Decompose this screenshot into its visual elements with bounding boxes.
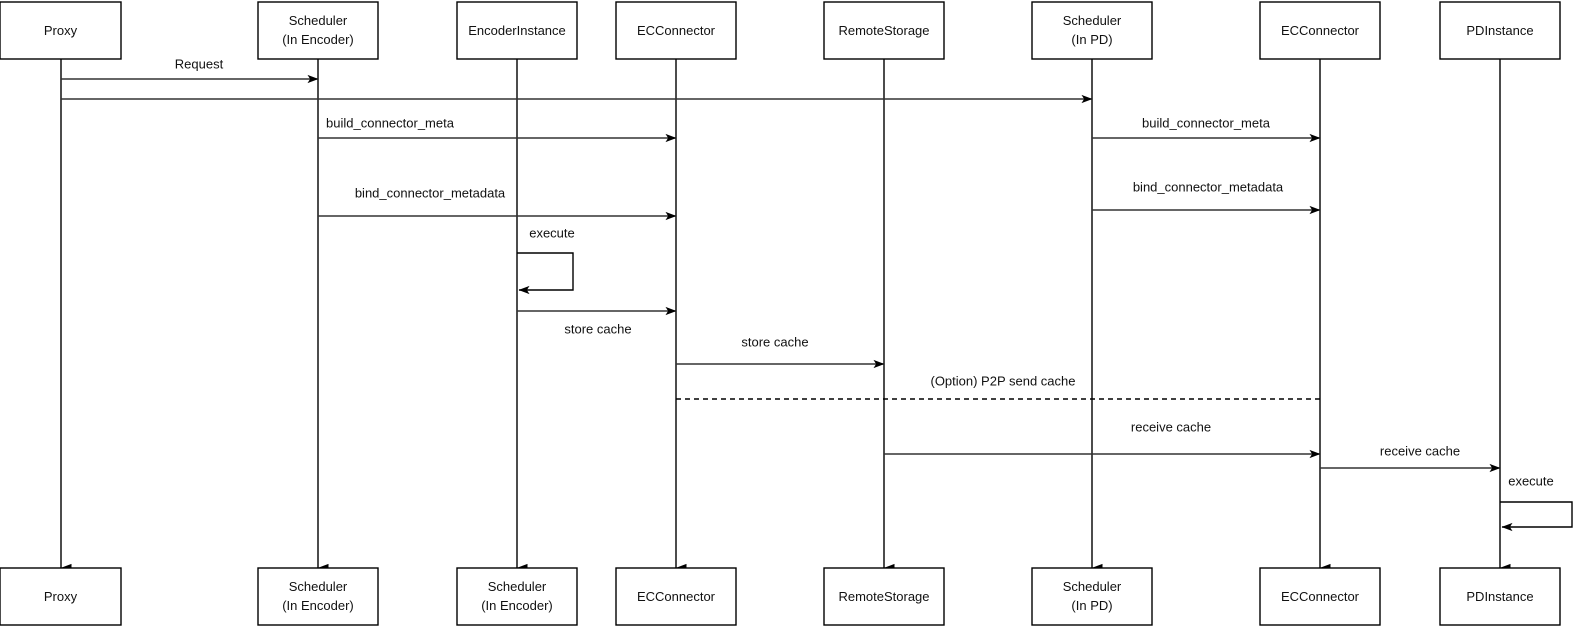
- participant-label-line1: Scheduler: [289, 13, 348, 28]
- participant-label: EncoderInstance: [468, 23, 566, 38]
- participant-label: Proxy: [44, 589, 78, 604]
- participant-label-line1: Scheduler: [1063, 579, 1122, 594]
- message-label-m10: receive cache: [1131, 419, 1211, 434]
- message-label-m3: build_connector_meta: [326, 115, 455, 130]
- participant-label-line1: Scheduler: [488, 579, 547, 594]
- participant-box-remote_store-bottom[interactable]: RemoteStorage: [823, 567, 945, 626]
- participant-box-encoder_inst-bottom[interactable]: Scheduler (In Encoder): [456, 567, 578, 626]
- message-label-m11: receive cache: [1380, 443, 1460, 458]
- participant-label: PDInstance: [1466, 23, 1533, 38]
- message-label-m7: store cache: [564, 321, 631, 336]
- participant-label: Proxy: [44, 23, 78, 38]
- participant-label: ECConnector: [1281, 589, 1360, 604]
- participant-label: ECConnector: [1281, 23, 1360, 38]
- messages-layer: Request build_connector_meta build_connect…: [61, 56, 1501, 473]
- participant-label-line1: Scheduler: [289, 579, 348, 594]
- self-message-path-s1: [517, 252, 574, 295]
- participant-label-line2: (In Encoder): [481, 598, 553, 613]
- message-label-m8: store cache: [741, 334, 808, 349]
- participant-label: ECConnector: [637, 589, 716, 604]
- self-messages-layer: execute execute: [517, 225, 1573, 532]
- participant-box-ec_conn_enc-top[interactable]: ECConnector: [615, 1, 737, 60]
- participant-box-proxy-bottom[interactable]: Proxy: [0, 567, 122, 626]
- participant-box-ec_conn_pd-top[interactable]: ECConnector: [1259, 1, 1381, 60]
- message-label-m9: (Option) P2P send cache: [930, 373, 1075, 388]
- participant-label-line1: Scheduler: [1063, 13, 1122, 28]
- lifelines-layer: [60, 59, 1511, 573]
- participant-box-sched_enc-bottom[interactable]: Scheduler (In Encoder): [257, 567, 379, 626]
- self-message-s1: execute: [517, 225, 575, 295]
- participant-box-ec_conn_enc-bottom[interactable]: ECConnector: [615, 567, 737, 626]
- message-label-m5: bind_connector_metadata: [355, 185, 506, 200]
- participant-box-ec_conn_pd-bottom[interactable]: ECConnector: [1259, 567, 1381, 626]
- participant-label-line2: (In PD): [1071, 32, 1112, 47]
- participant-box-remote_store-top[interactable]: RemoteStorage: [823, 1, 945, 60]
- participant-label: RemoteStorage: [838, 589, 929, 604]
- participant-box-encoder_inst-top[interactable]: EncoderInstance: [456, 1, 578, 60]
- message-label-m4: build_connector_meta: [1142, 115, 1271, 130]
- self-message-label-s2: execute: [1508, 473, 1554, 488]
- participant-box-pd_inst-top[interactable]: PDInstance: [1439, 1, 1561, 60]
- participant-label: PDInstance: [1466, 589, 1533, 604]
- participant-box-pd_inst-bottom[interactable]: PDInstance: [1439, 567, 1561, 626]
- self-message-s2: execute: [1500, 473, 1573, 532]
- participant-label: RemoteStorage: [838, 23, 929, 38]
- participant-box-proxy-top[interactable]: Proxy: [0, 1, 122, 60]
- participant-box-sched_pd-top[interactable]: Scheduler (In PD): [1031, 1, 1153, 60]
- participant-label-line2: (In PD): [1071, 598, 1112, 613]
- participant-label: ECConnector: [637, 23, 716, 38]
- self-message-path-s2: [1500, 501, 1573, 532]
- message-label-m6: bind_connector_metadata: [1133, 179, 1284, 194]
- participant-label-line2: (In Encoder): [282, 598, 354, 613]
- top-participant-boxes: Proxy Scheduler (In Encoder) EncoderInstanc…: [0, 1, 1561, 60]
- self-message-label-s1: execute: [529, 225, 575, 240]
- participant-label-line2: (In Encoder): [282, 32, 354, 47]
- message-label-m1: Request: [175, 56, 224, 71]
- participant-box-sched_enc-top[interactable]: Scheduler (In Encoder): [257, 1, 379, 60]
- participant-box-sched_pd-bottom[interactable]: Scheduler (In PD): [1031, 567, 1153, 626]
- bottom-participant-boxes: Proxy Scheduler (In Encoder) Scheduler (In E…: [0, 567, 1561, 626]
